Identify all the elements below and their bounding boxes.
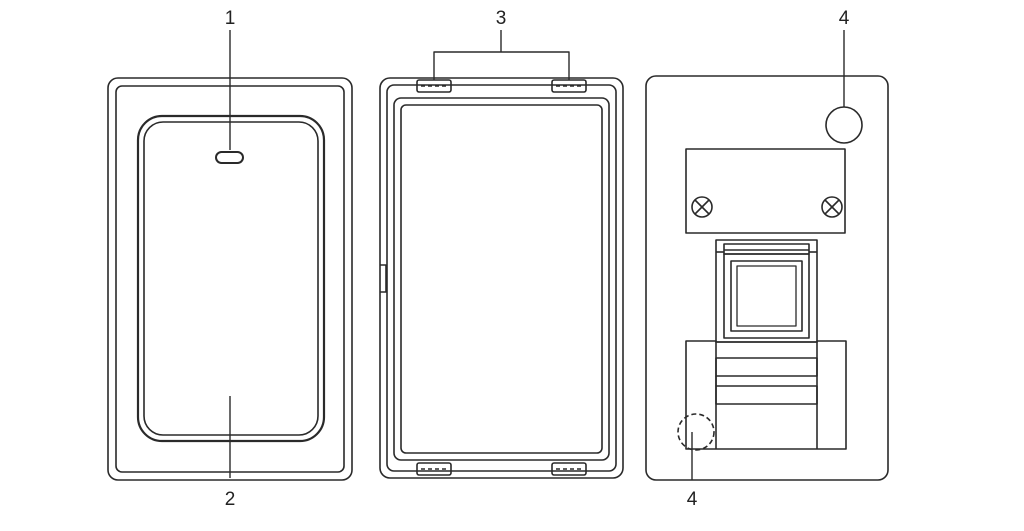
inner-recess-outer [393, 97, 610, 461]
back-plate [645, 75, 889, 481]
lower-latch [685, 340, 847, 450]
inner-frame-edge [386, 84, 617, 472]
callout-label-3: 3 [496, 8, 507, 29]
terminal-screw-left [691, 196, 713, 218]
mounting-hole-bottom [677, 413, 715, 451]
switch-module [715, 239, 818, 343]
leader-bracket-3 [433, 51, 570, 80]
callout-label-4-top: 4 [839, 8, 850, 29]
inner-outer-frame [379, 77, 624, 479]
inner-recess [400, 104, 603, 454]
top-right-clip [551, 79, 587, 93]
front-button-surface [143, 121, 319, 436]
front-view-panel [107, 30, 353, 481]
front-indicator-led [215, 151, 244, 164]
terminal-block [685, 148, 846, 234]
callout-label-1: 1 [225, 8, 236, 29]
top-left-clip [416, 79, 452, 93]
mounting-hole-top [825, 106, 863, 144]
bottom-left-clip [416, 462, 452, 476]
callout-label-2: 2 [225, 489, 236, 510]
inner-side-notch [380, 264, 387, 293]
bottom-right-clip [551, 462, 587, 476]
callout-label-4-bottom: 4 [687, 489, 698, 510]
terminal-screw-right [821, 196, 843, 218]
inner-frame-panel [379, 30, 624, 479]
back-view-panel [645, 30, 889, 481]
front-button-bezel [136, 114, 326, 443]
